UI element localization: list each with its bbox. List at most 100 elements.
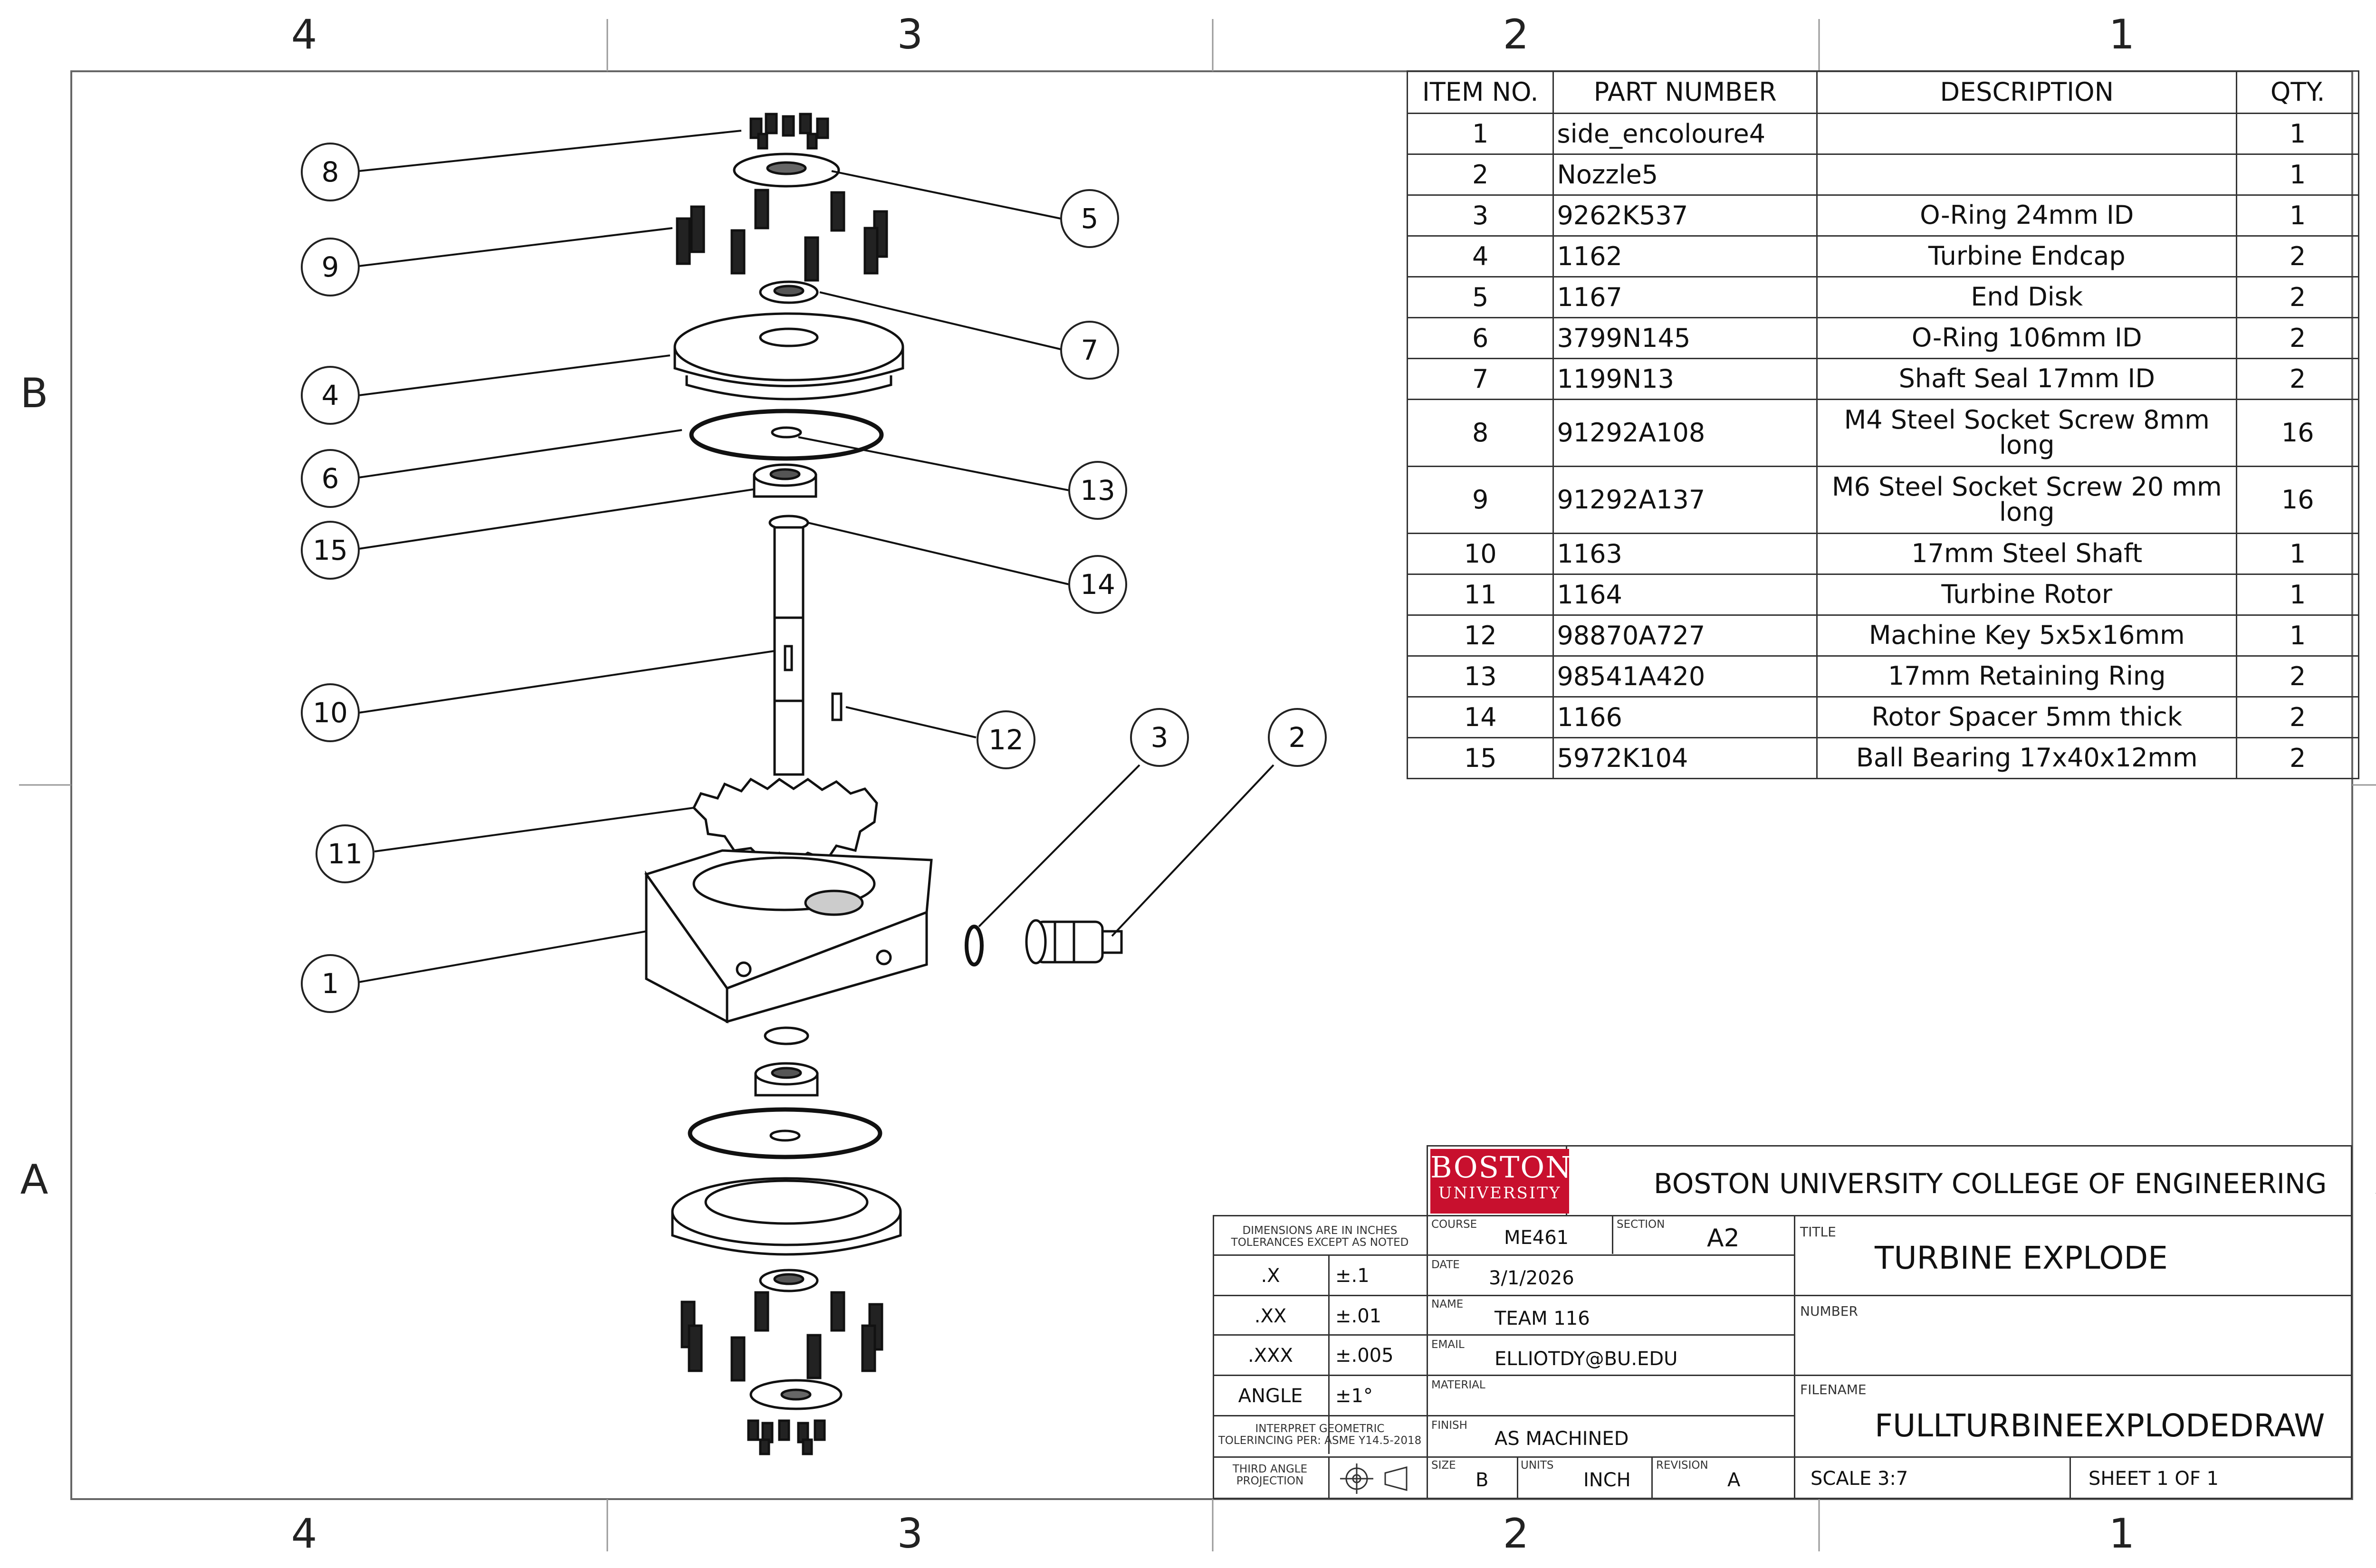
bom-description: Machine Key 5x5x16mm — [1816, 614, 2238, 657]
balloon-3: 3 — [1130, 708, 1189, 767]
balloon-11: 11 — [316, 824, 374, 883]
bom-description: M6 Steel Socket Screw 20 mm long — [1816, 466, 2238, 534]
section-value: A2 — [1707, 1224, 1740, 1252]
revision-label: REVISION — [1656, 1459, 1708, 1472]
balloon-15: 15 — [301, 521, 360, 580]
nozzle — [1025, 919, 1123, 965]
bill-of-materials-table: ITEM NO. PART NUMBER DESCRIPTION QTY. 1 s… — [1406, 70, 2359, 779]
svg-text:14: 14 — [1080, 568, 1115, 601]
tolerance-value-xx: ±.01 — [1335, 1305, 1382, 1327]
bom-qty: 2 — [2236, 317, 2359, 359]
school-name: BOSTON UNIVERSITY COLLEGE OF ENGINEERING — [1654, 1167, 2327, 1200]
zone-top-2: 2 — [1503, 11, 1529, 58]
svg-text:1: 1 — [322, 967, 339, 1000]
bom-item-no: 10 — [1406, 533, 1554, 575]
zone-bottom-3: 3 — [897, 1510, 923, 1558]
title-label: TITLE — [1800, 1224, 1836, 1240]
date-value: 3/1/2026 — [1489, 1267, 1574, 1289]
gdt-note: INTERPRET GEOMETRIC TOLERINCING PER: ASM… — [1218, 1423, 1422, 1447]
bom-part-number: 5972K104 — [1552, 737, 1818, 779]
bom-item-no: 3 — [1406, 194, 1554, 237]
bom-description: 17mm Steel Shaft — [1816, 533, 2238, 575]
svg-text:12: 12 — [988, 724, 1024, 756]
balloon-12: 12 — [977, 710, 1035, 769]
bom-part-number: 91292A137 — [1552, 466, 1818, 534]
bom-part-number: 91292A108 — [1552, 399, 1818, 467]
drawing-title: TURBINE EXPLODE — [1875, 1240, 2168, 1276]
units-label: UNITS — [1521, 1459, 1554, 1472]
tolerance-label-xx: .XX — [1254, 1305, 1287, 1327]
bom-description: O-Ring 106mm ID — [1816, 317, 2238, 359]
bom-description: Ball Bearing 17x40x12mm — [1816, 737, 2238, 779]
name-value: TEAM 116 — [1495, 1308, 1590, 1329]
bom-qty: 1 — [2236, 574, 2359, 616]
boston-university-logo: BOSTON UNIVERSITY — [1430, 1149, 1571, 1214]
tolerance-value-xxx: ±.005 — [1335, 1345, 1394, 1367]
zone-right-a: A — [2370, 1159, 2376, 1200]
bom-item-no: 6 — [1406, 317, 1554, 359]
email-label: EMAIL — [1431, 1339, 1465, 1351]
bom-item-no: 9 — [1406, 466, 1554, 534]
size-label: SIZE — [1431, 1459, 1456, 1472]
bom-part-number: 1162 — [1552, 235, 1818, 277]
o-ring-106mm-top — [689, 409, 884, 461]
balloon-13: 13 — [1068, 461, 1127, 520]
balloon-6: 6 — [301, 449, 360, 508]
zone-left-a: A — [20, 1156, 48, 1204]
bom-header-qty: QTY. — [2236, 70, 2359, 114]
bom-qty: 1 — [2236, 533, 2359, 575]
bom-item-no: 13 — [1406, 655, 1554, 698]
bom-qty: 16 — [2236, 399, 2359, 467]
bom-part-number: 98870A727 — [1552, 614, 1818, 657]
svg-text:11: 11 — [327, 838, 363, 870]
turbine-rotor — [692, 777, 878, 864]
sheet-value: SHEET 1 OF 1 — [2089, 1468, 2219, 1490]
bom-description: Shaft Seal 17mm ID — [1816, 358, 2238, 400]
svg-text:13: 13 — [1080, 474, 1115, 507]
zone-bottom-1: 1 — [2108, 1510, 2135, 1558]
third-angle-projection-icon — [1340, 1463, 1408, 1494]
tolerance-label-x: .X — [1261, 1265, 1280, 1287]
zone-top-4: 4 — [291, 11, 317, 58]
bom-qty: 1 — [2236, 153, 2359, 196]
svg-text:15: 15 — [313, 534, 348, 566]
balloon-9: 9 — [301, 238, 360, 296]
bom-description: O-Ring 24mm ID — [1816, 194, 2238, 237]
balloon-14: 14 — [1068, 555, 1127, 614]
bom-header-item: ITEM NO. — [1406, 70, 1554, 114]
bom-item-no: 7 — [1406, 358, 1554, 400]
bom-description: End Disk — [1816, 276, 2238, 318]
filename-label: FILENAME — [1800, 1382, 1867, 1397]
bom-part-number: side_encoloure4 — [1552, 113, 1818, 155]
course-value: ME461 — [1504, 1227, 1569, 1249]
bom-description — [1816, 113, 2238, 155]
bom-item-no: 12 — [1406, 614, 1554, 657]
bom-qty: 2 — [2236, 737, 2359, 779]
date-label: DATE — [1431, 1259, 1460, 1271]
bom-header-row: ITEM NO. PART NUMBER DESCRIPTION QTY. — [1406, 70, 2359, 114]
balloon-2: 2 — [1268, 708, 1327, 767]
bom-description — [1816, 153, 2238, 196]
tolerance-value-x: ±.1 — [1335, 1265, 1370, 1287]
bom-qty: 1 — [2236, 113, 2359, 155]
bom-qty: 2 — [2236, 276, 2359, 318]
projection-label: THIRD ANGLE PROJECTION — [1232, 1463, 1308, 1488]
tolerance-value-angle: ±1° — [1335, 1385, 1373, 1407]
section-label: SECTION — [1617, 1218, 1665, 1231]
bom-qty: 2 — [2236, 358, 2359, 400]
bom-qty: 2 — [2236, 655, 2359, 698]
bom-part-number: 1167 — [1552, 276, 1818, 318]
side-enclosure — [644, 849, 933, 1024]
bom-part-number: 3799N145 — [1552, 317, 1818, 359]
svg-text:6: 6 — [322, 462, 339, 495]
